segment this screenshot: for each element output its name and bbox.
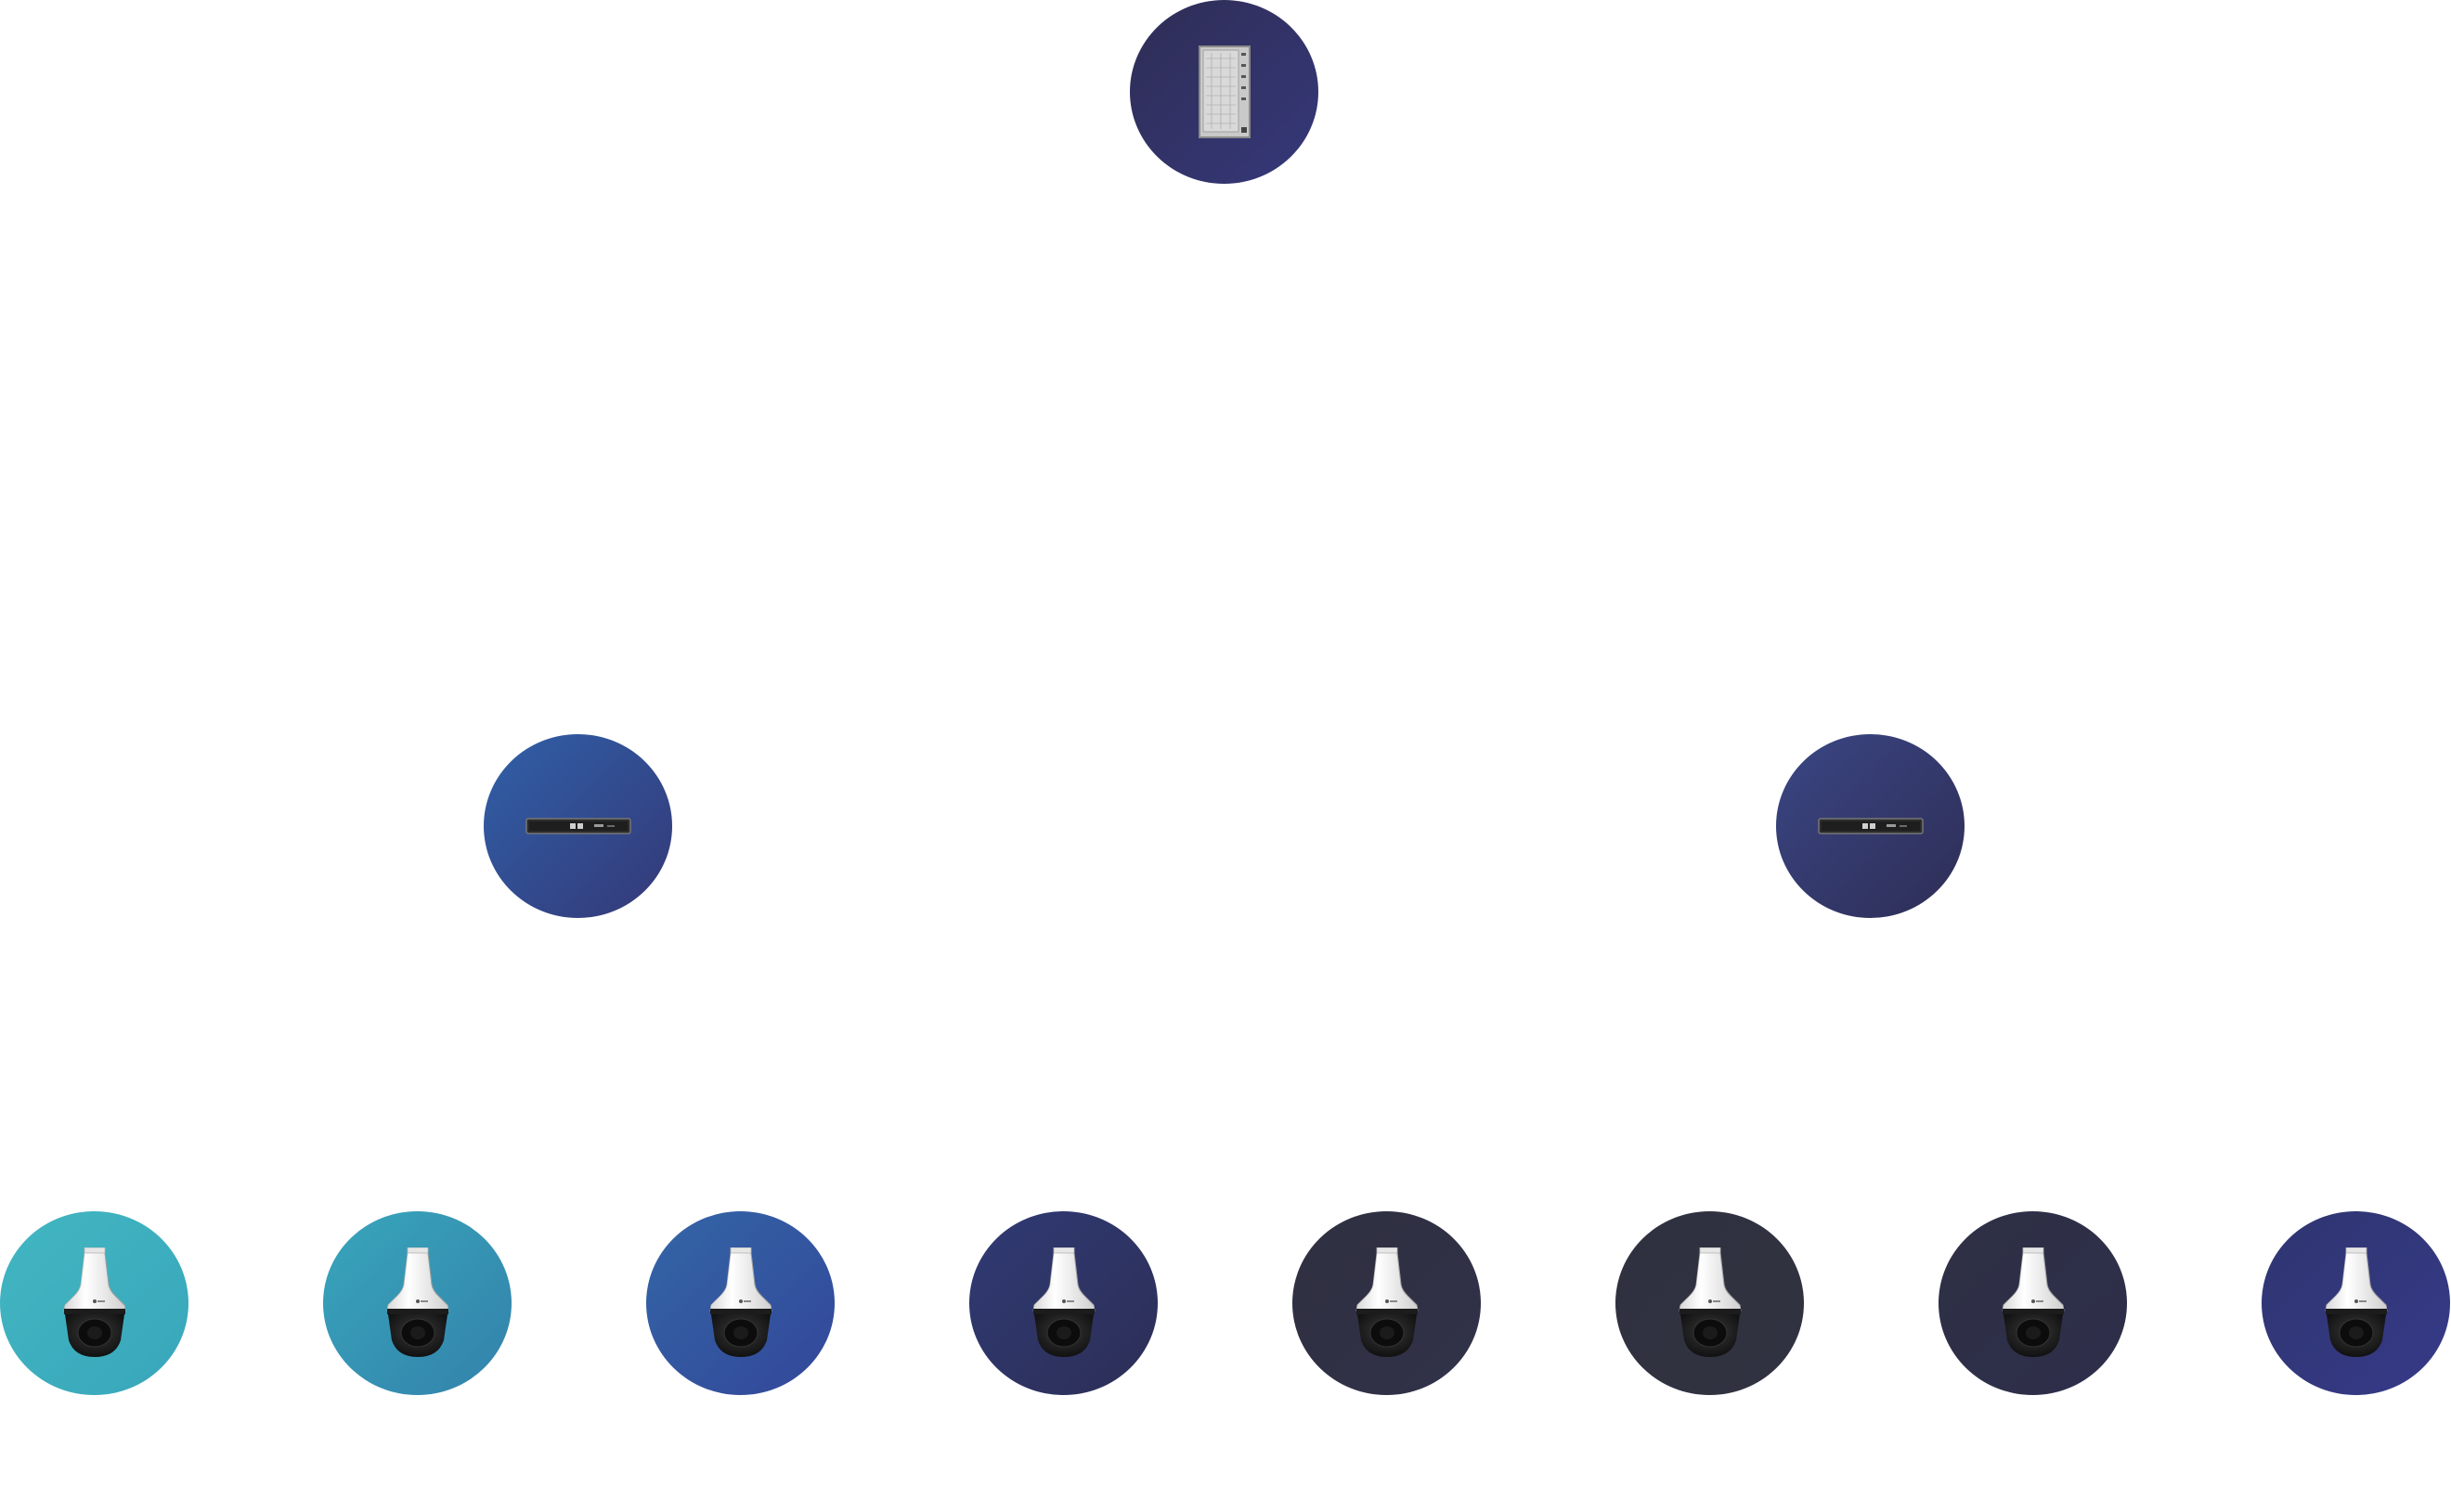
switch-node-left[interactable] [484,734,672,918]
camera-node-1[interactable] [0,1211,188,1395]
server-node[interactable] [1130,0,1318,184]
camera-icon [1675,1247,1745,1359]
camera-icon [383,1247,453,1359]
camera-icon [2321,1247,2392,1359]
camera-icon [1029,1247,1099,1359]
camera-node-8[interactable] [2262,1211,2450,1395]
camera-icon [59,1247,130,1359]
camera-icon [1352,1247,1422,1359]
camera-node-2[interactable] [323,1211,512,1395]
camera-node-3[interactable] [646,1211,835,1395]
camera-node-5[interactable] [1292,1211,1481,1395]
camera-node-7[interactable] [1939,1211,2127,1395]
camera-node-6[interactable] [1615,1211,1804,1395]
switch-icon [525,817,631,835]
server-icon [1198,45,1251,138]
camera-icon [1998,1247,2068,1359]
camera-node-4[interactable] [969,1211,1158,1395]
switch-icon [1817,817,1924,835]
camera-icon [706,1247,776,1359]
switch-node-right[interactable] [1776,734,1965,918]
